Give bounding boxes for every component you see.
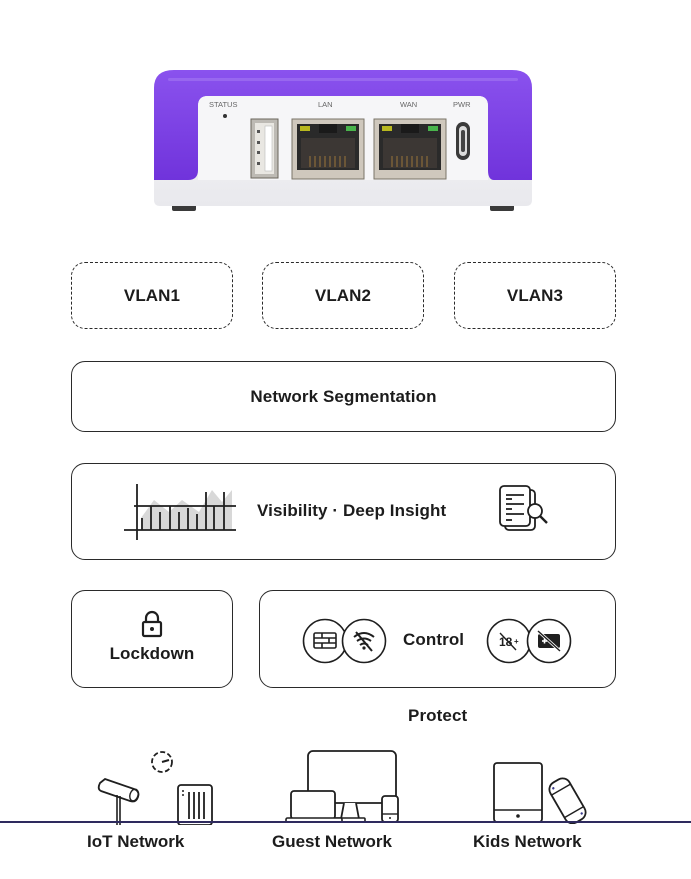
- firewall-icon: [302, 618, 348, 664]
- vlan2-box: VLAN2: [262, 262, 424, 329]
- iot-network-label: IoT Network: [87, 832, 185, 851]
- wan-port: [373, 118, 447, 180]
- network-segmentation-box: Network Segmentation: [71, 361, 616, 432]
- protect-label: Protect: [408, 706, 468, 725]
- lock-icon: [141, 610, 163, 638]
- control-box: Control 18 +: [259, 590, 616, 688]
- phone-icon: [381, 795, 399, 823]
- lockdown-box: Lockdown: [71, 590, 233, 688]
- lan-port: [291, 118, 365, 180]
- bar-chart-icon: [124, 484, 236, 540]
- laptop-icon: [285, 790, 343, 823]
- vlan1-label: VLAN1: [123, 285, 181, 305]
- control-right-icons: 18 +: [486, 618, 574, 664]
- network-segmentation-label: Network Segmentation: [250, 386, 437, 406]
- guest-network-label: Guest Network: [272, 832, 392, 851]
- gauge-icon: [151, 751, 173, 773]
- game-console-icon: [548, 777, 587, 824]
- router-device: STATUS LAN WAN PWR: [148, 66, 538, 216]
- visibility-label: Visibility · Deep Insight: [257, 501, 447, 520]
- control-left-icons: [302, 618, 388, 664]
- vlan3-box: VLAN3: [454, 262, 616, 329]
- vlan1-box: VLAN1: [71, 262, 233, 329]
- tablet-icon: [493, 762, 543, 823]
- kids-network-icons: [492, 760, 592, 824]
- smart-device-icon: [177, 784, 213, 825]
- control-label: Control: [403, 630, 465, 649]
- svg-text:+: +: [514, 637, 519, 646]
- lockdown-label: Lockdown: [109, 644, 195, 663]
- security-camera-icon: [97, 777, 140, 825]
- kids-network-label: Kids Network: [473, 832, 582, 851]
- lan-label: LAN: [318, 100, 333, 109]
- vlan3-label: VLAN3: [506, 285, 564, 305]
- wan-label: WAN: [400, 100, 418, 109]
- network-baseline: [0, 821, 691, 823]
- visibility-box: Visibility · Deep Insight: [71, 463, 616, 560]
- pwr-label: PWR: [453, 100, 471, 109]
- guest-network-icons: [285, 749, 405, 823]
- vlan2-label: VLAN2: [314, 285, 372, 305]
- status-label: STATUS: [209, 100, 238, 109]
- iot-network-icons: [96, 745, 226, 825]
- svg-text:18: 18: [499, 635, 513, 649]
- document-search-icon: [497, 484, 559, 540]
